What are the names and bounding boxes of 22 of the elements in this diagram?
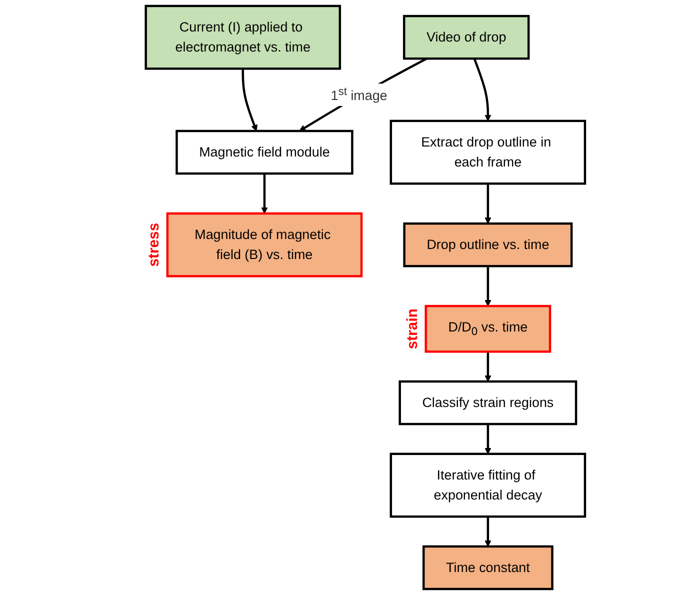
arrow xyxy=(484,516,491,547)
node-box: Drop outline vs. time xyxy=(402,222,572,268)
side-label: strain xyxy=(403,308,420,350)
arrow xyxy=(241,68,257,132)
node-box: Time constant xyxy=(422,545,553,590)
arrow xyxy=(484,352,491,382)
node-box: Video of drop xyxy=(402,14,530,60)
node-box: Iterative fitting of exponential decay xyxy=(389,452,586,518)
side-label: stress xyxy=(144,222,162,267)
arrow xyxy=(472,58,491,122)
arrow xyxy=(298,58,427,132)
arrow xyxy=(484,184,491,224)
arrow xyxy=(484,266,491,306)
node-box: Extract drop outline in each frame xyxy=(389,120,586,185)
node-box: Magnitude of magnetic field (B) vs. time xyxy=(166,212,362,278)
node-box: Classify strain regions xyxy=(398,380,577,426)
arrow xyxy=(260,174,268,214)
node-box: Magnetic field module xyxy=(175,130,353,175)
node-box: D/D$_{0}$ vs. time xyxy=(424,304,551,353)
node-box: Current (I) applied to electromagnet vs. time xyxy=(144,4,341,70)
arrow xyxy=(484,424,491,454)
edge-label: 1$^{st}$ image xyxy=(330,85,387,104)
